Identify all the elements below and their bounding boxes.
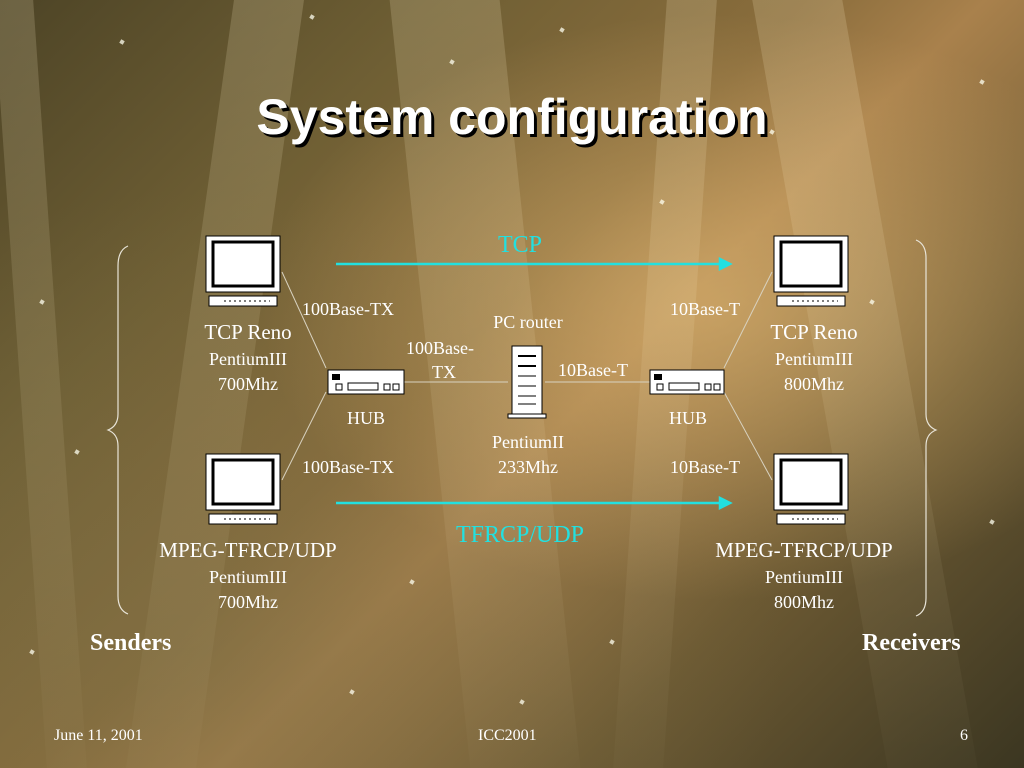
sender-bottom-speed: 700Mhz xyxy=(218,592,278,612)
pc-router-tower-icon xyxy=(507,345,547,419)
tcp-arrowhead xyxy=(718,256,733,272)
receiver-top-speed: 800Mhz xyxy=(784,374,844,394)
sender-top-speed: 700Mhz xyxy=(218,374,278,394)
right-hub-label: HUB xyxy=(668,408,707,428)
link-sender-bottom xyxy=(281,391,327,481)
connection-lines xyxy=(281,271,773,481)
link-label-right-bottom: 10Base-T xyxy=(670,457,740,477)
router-cpu: PentiumII xyxy=(492,432,564,452)
receiver-top-name: TCP Reno xyxy=(770,320,858,344)
right-hub-icon xyxy=(649,369,725,395)
receiver-top-cpu: PentiumIII xyxy=(775,349,853,369)
senders-label: Senders xyxy=(90,630,172,656)
tcp-flow-label: TCP xyxy=(497,232,542,258)
receiver-bottom-speed: 800Mhz xyxy=(774,592,834,612)
link-label-router-hub: 10Base-T xyxy=(558,360,628,380)
receiver-bottom-cpu: PentiumIII xyxy=(765,567,843,587)
footer-date: June 11, 2001 xyxy=(54,727,143,744)
link-receiver-top xyxy=(723,271,773,369)
link-label-right-top: 10Base-T xyxy=(670,299,740,319)
tfrcp-flow-label: TFRCP/UDP xyxy=(455,522,585,548)
left-hub-label: HUB xyxy=(346,408,385,428)
router-label: PC router xyxy=(493,312,563,332)
receiver-bottom-computer-icon xyxy=(773,453,849,525)
link-label-left-top: 100Base-TX xyxy=(302,299,394,319)
flow-arrows xyxy=(336,256,733,511)
sender-top-computer-icon xyxy=(205,235,281,307)
footer-page-number: 6 xyxy=(960,727,968,744)
sender-top-cpu: PentiumIII xyxy=(209,349,287,369)
link-label-hub-router-line2: TX xyxy=(432,362,456,382)
tfrcp-arrowhead xyxy=(718,495,733,511)
link-label-hub-router-line1: 100Base- xyxy=(406,338,474,358)
receivers-brace xyxy=(915,239,938,617)
link-receiver-bottom xyxy=(723,391,773,481)
sender-top-name: TCP Reno xyxy=(204,320,292,344)
slide-title: System configuration xyxy=(256,89,768,145)
sender-bottom-name: MPEG-TFRCP/UDP xyxy=(159,538,337,562)
senders-brace xyxy=(106,245,129,615)
receiver-top-computer-icon xyxy=(773,235,849,307)
footer-venue: ICC2001 xyxy=(478,727,537,744)
sender-bottom-computer-icon xyxy=(205,453,281,525)
receivers-label: Receivers xyxy=(862,630,961,656)
left-hub-icon xyxy=(327,369,405,395)
receiver-bottom-name: MPEG-TFRCP/UDP xyxy=(715,538,893,562)
link-label-left-bottom: 100Base-TX xyxy=(302,457,394,477)
sender-bottom-cpu: PentiumIII xyxy=(209,567,287,587)
link-sender-top xyxy=(281,271,327,369)
router-speed: 233Mhz xyxy=(498,457,558,477)
